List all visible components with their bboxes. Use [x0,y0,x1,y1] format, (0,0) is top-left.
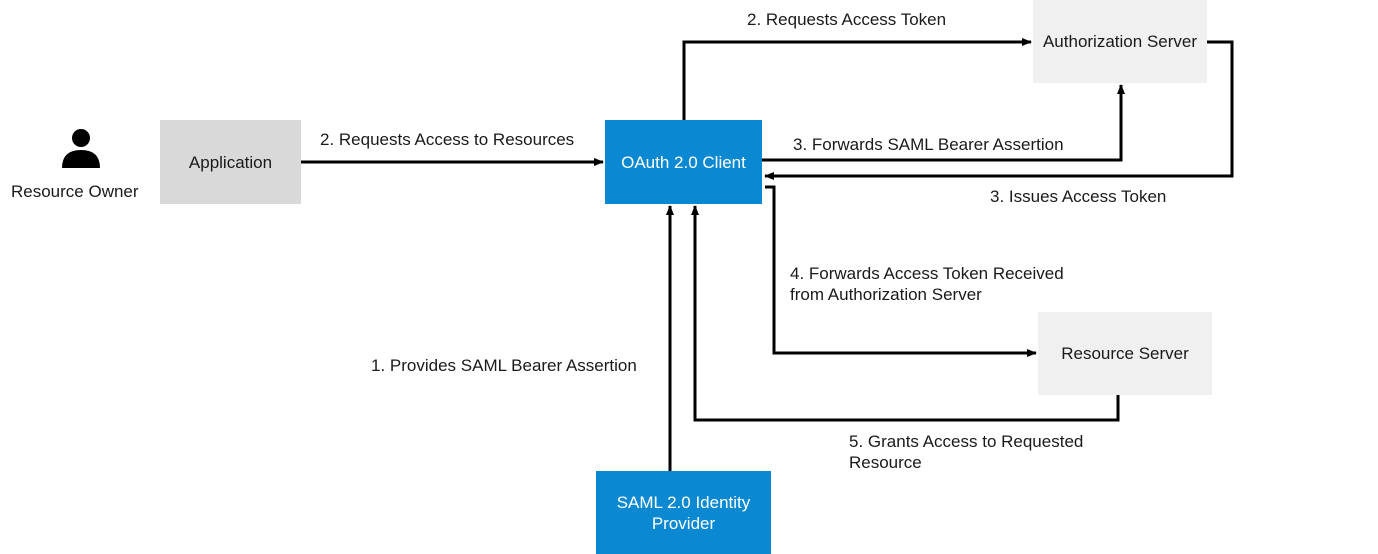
person-icon [62,129,100,168]
edge-label-grants-access-line1: 5. Grants Access to Requested [849,432,1084,451]
application-box: Application [160,120,301,204]
saml-idp-label: SAML 2.0 Identity Provider [596,492,771,534]
edge-forwards-token [765,185,1037,357]
resource-server-label: Resource Server [1061,344,1189,363]
oauth-client-box: OAuth 2.0 Client [605,120,762,204]
edge-requests-token [682,38,1032,120]
authorization-server-label-line2: Server [1146,32,1198,51]
saml-idp-label-line1: SAML 2.0 Identity [616,492,751,512]
authorization-server-label: Authorization Server [1043,31,1197,52]
edge-label-forwards-saml: 3. Forwards SAML Bearer Assertion [793,135,1064,154]
edge-label-forwards-token: 4. Forwards Access Token Received from A… [790,263,1064,305]
application-label: Application [188,152,273,172]
edge-issues-token [764,40,1234,180]
edge-grants-access [691,205,1120,422]
resource-server-box: Resource Server [1038,312,1212,395]
oauth-client-label: OAuth 2.0 Client [621,152,746,172]
saml-idp-label-line2: Provider [651,513,716,533]
edge-label-requests-resources: 2. Requests Access to Resources [320,130,575,149]
edge-label-forwards-token-line2: from Authorization Server [790,285,982,304]
edge-forwards-saml [762,84,1125,162]
resource-owner-label: Resource Owner [11,182,139,201]
edge-label-forwards-token-line1: 4. Forwards Access Token Received [790,264,1064,283]
authorization-server-label-line1: Authorization [1042,32,1143,51]
edge-label-grants-access: 5. Grants Access to Requested Resource [849,431,1083,473]
edge-label-grants-access-line2: Resource [849,453,922,472]
authorization-server-box: Authorization Server [1033,0,1207,83]
edge-label-provides-saml: 1. Provides SAML Bearer Assertion [371,356,637,375]
edge-label-issues-token: 3. Issues Access Token [990,187,1167,206]
edge-label-requests-token: 2. Requests Access Token [747,10,947,29]
saml-idp-box: SAML 2.0 Identity Provider [596,471,771,554]
